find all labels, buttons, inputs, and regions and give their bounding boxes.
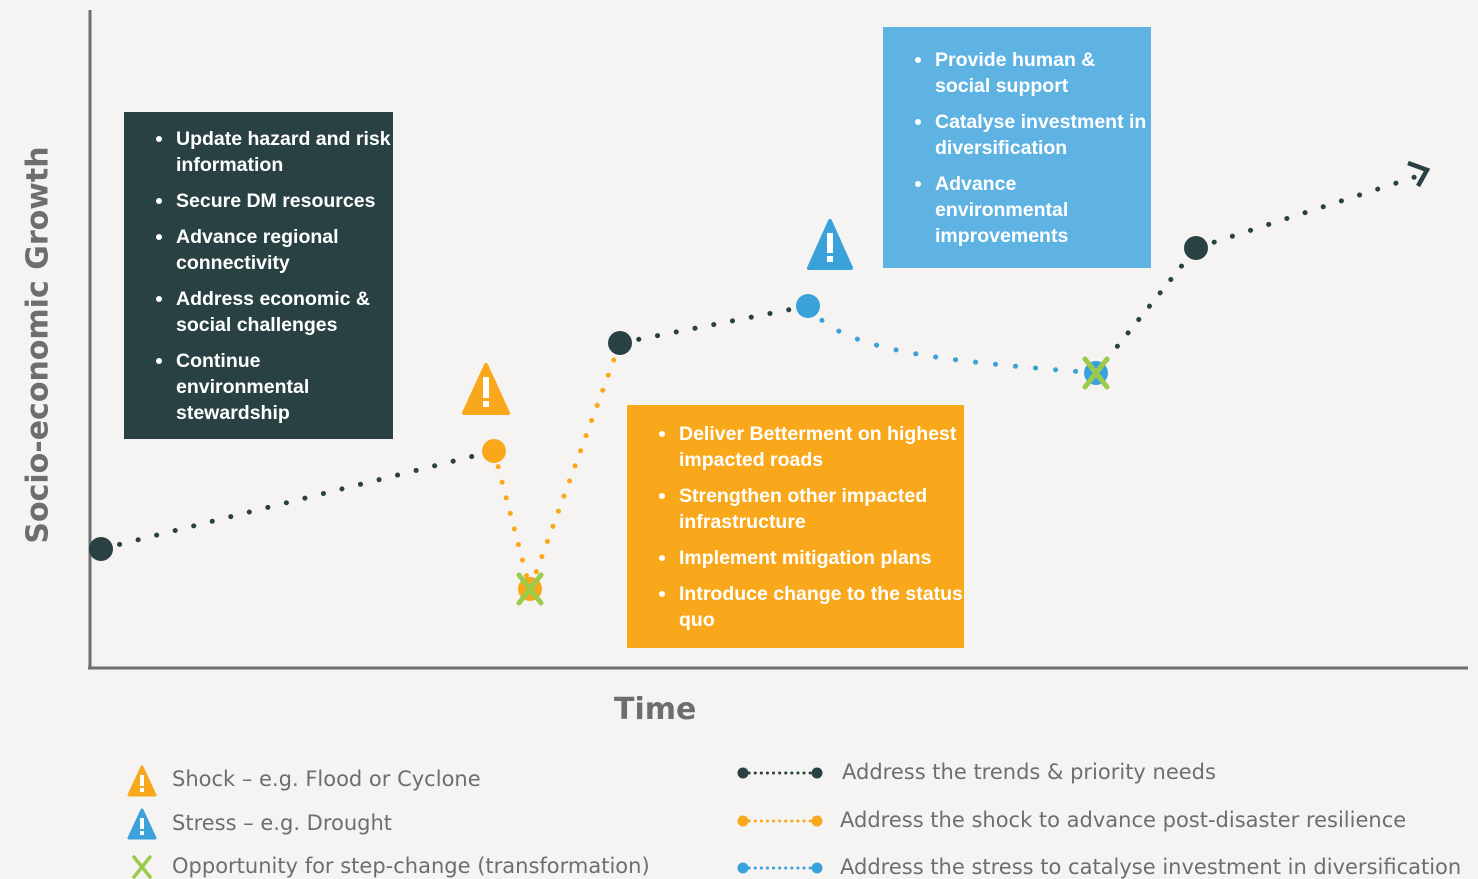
legend-shock-label: Shock – e.g. Flood or Cyclone xyxy=(172,767,481,791)
recovery-node xyxy=(608,331,632,355)
shock-response-list: Deliver Betterment on highest impacted r… xyxy=(627,421,964,633)
legend-shock-icon xyxy=(127,765,157,797)
stress-path xyxy=(805,303,1099,376)
shock-response-item: Strengthen other impacted infrastructure xyxy=(659,483,964,535)
arrow-head-icon xyxy=(1407,160,1431,188)
prepare-action-item: Update hazard and risk information xyxy=(156,126,393,178)
opportunity-x-icon xyxy=(1082,356,1110,390)
stress-response-item: Advance environmental improvements xyxy=(915,171,1151,249)
stress-response-box: Provide human & social support Catalyse … xyxy=(883,27,1151,268)
growth-node xyxy=(1184,236,1208,260)
shock-response-item: Implement mitigation plans xyxy=(659,545,964,571)
stress-response-list: Provide human & social support Catalyse … xyxy=(883,47,1151,249)
prepare-action-item: Continue environmental stewardship xyxy=(156,348,393,426)
shock-node xyxy=(482,439,506,463)
stress-response-item: Provide human & social support xyxy=(915,47,1151,99)
trend-path-1 xyxy=(98,448,497,552)
y-axis-title: Socio-economic Growth xyxy=(20,146,56,544)
legend-stress-line-icon xyxy=(737,862,823,874)
x-axis-title: Time xyxy=(614,692,697,727)
shock-response-item: Introduce change to the status quo xyxy=(659,583,963,631)
stress-warning-icon xyxy=(807,219,853,270)
shock-response-box: Deliver Betterment on highest impacted r… xyxy=(627,405,964,648)
legend-shock-path-label: Address the shock to advance post-disast… xyxy=(840,808,1407,832)
stress-node xyxy=(796,294,820,318)
stress-response-item: Catalyse investment in diversification xyxy=(915,109,1151,161)
legend-stress-path-label: Address the stress to catalyse investmen… xyxy=(840,855,1462,879)
legend-stress-icon xyxy=(127,808,157,840)
prepare-actions-list: Update hazard and risk information Secur… xyxy=(124,126,393,426)
legend-opportunity-icon xyxy=(132,855,152,879)
legend-trends-label: Address the trends & priority needs xyxy=(842,760,1216,784)
prepare-action-item: Advance regional connectivity xyxy=(156,224,393,276)
prepare-action-item: Address economic & social challenges xyxy=(156,286,393,338)
trend-path-2 xyxy=(617,303,811,346)
trend-path-4 xyxy=(1193,173,1421,251)
legend-shock-line-icon xyxy=(737,815,823,827)
shock-path xyxy=(491,340,623,598)
prepare-actions-box: Update hazard and risk information Secur… xyxy=(124,112,393,439)
opportunity-x-icon xyxy=(516,572,544,606)
legend-opportunity-label: Opportunity for step-change (transformat… xyxy=(172,854,650,878)
start-node xyxy=(89,537,113,561)
shock-warning-icon xyxy=(462,363,510,415)
legend-stress-label: Stress – e.g. Drought xyxy=(172,811,393,835)
legend-trends-line-icon xyxy=(737,767,823,779)
shock-response-item: Deliver Betterment on highest impacted r… xyxy=(659,421,964,473)
prepare-action-item: Secure DM resources xyxy=(156,188,393,214)
